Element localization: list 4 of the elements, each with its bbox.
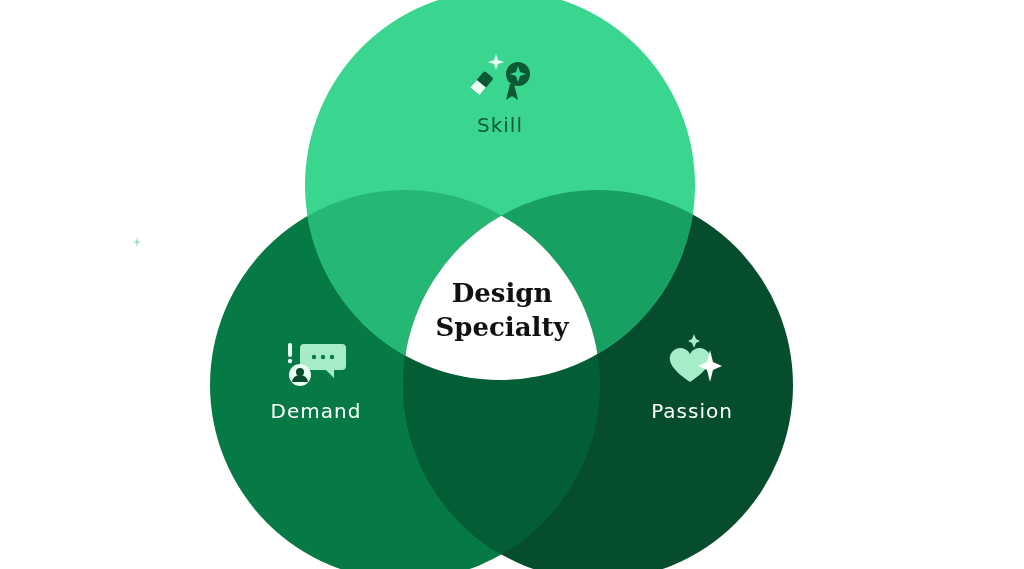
circle-label: Skill	[477, 113, 523, 137]
region-label: Design Specialty	[434, 277, 571, 344]
circle-label: Demand	[270, 399, 362, 423]
circle-label: Passion	[651, 399, 733, 423]
